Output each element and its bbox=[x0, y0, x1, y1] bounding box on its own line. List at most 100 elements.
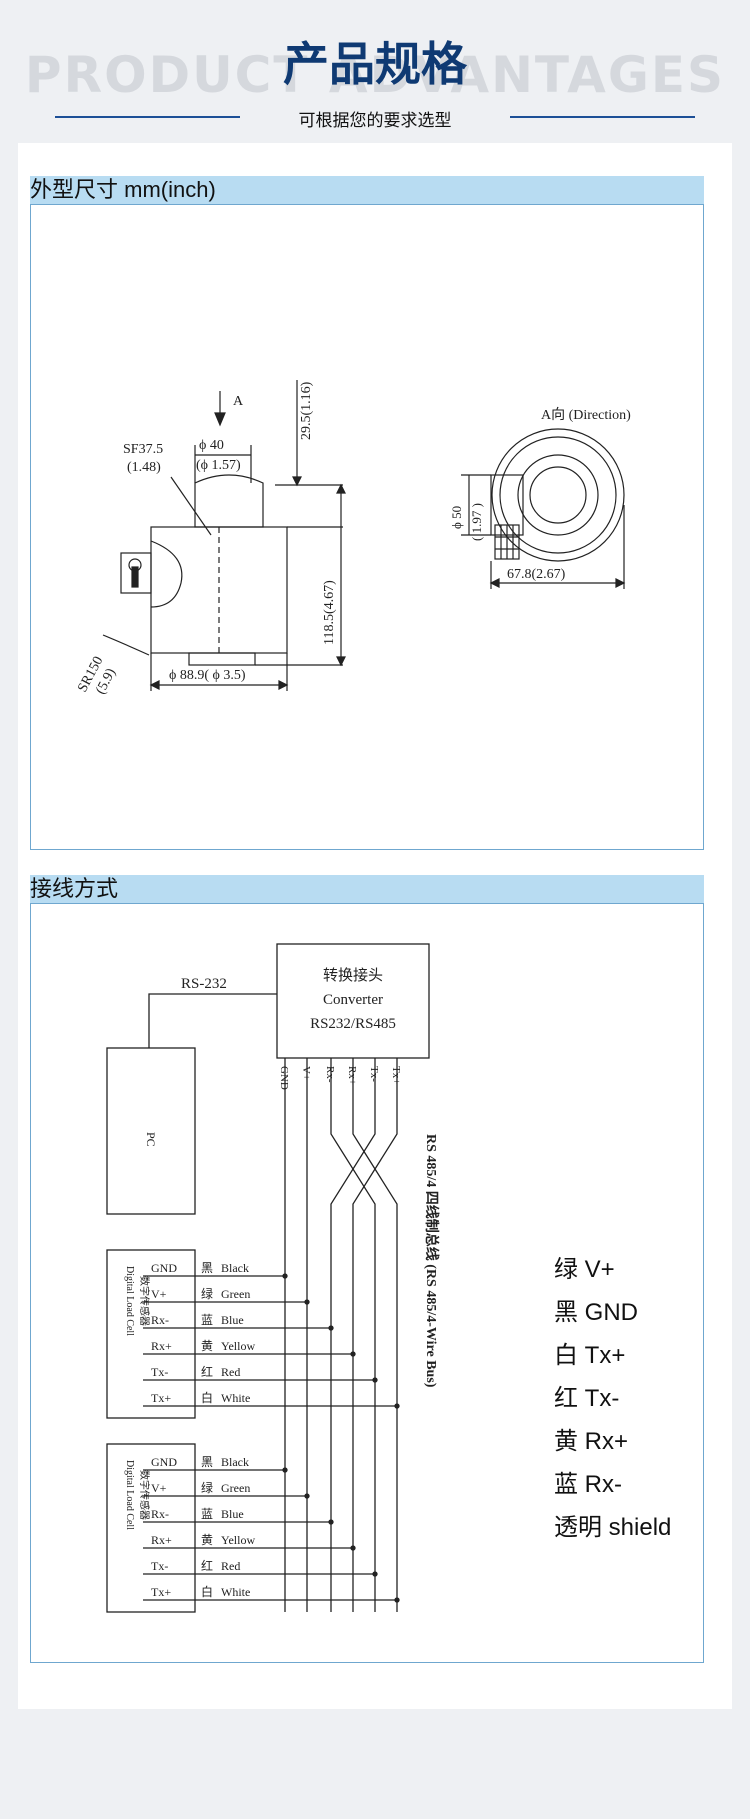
h295-arrow bbox=[292, 476, 302, 487]
cell-signal-label: Rx+ bbox=[151, 1339, 172, 1353]
view-outer-circle bbox=[491, 428, 625, 562]
cell-wire-node bbox=[304, 1299, 310, 1305]
cell-color-cn-label: 黄 bbox=[201, 1339, 213, 1353]
sr-leader bbox=[102, 634, 150, 656]
cell-signal-label: Rx- bbox=[151, 1313, 169, 1327]
h1185-arrow-bottom bbox=[336, 656, 346, 667]
legend-item: 红 Tx- bbox=[554, 1385, 620, 1412]
spec-card: 外型尺寸 mm(inch) A SF37.5 (1.48) ϕ 40 (ϕ 1.… bbox=[18, 143, 732, 1709]
cell-wire-node bbox=[372, 1377, 378, 1383]
cell-wire-node bbox=[350, 1351, 356, 1357]
cell-color-en-label: Red bbox=[221, 1365, 240, 1379]
bus-column-label: Rx+ bbox=[346, 1066, 358, 1085]
load-cell-2-box bbox=[106, 1443, 196, 1613]
converter-cn-label: 转换接头 bbox=[323, 967, 383, 984]
cell-color-cn-label: 黄 bbox=[201, 1533, 213, 1547]
load-cell-2-label-en: Digital Load Cell bbox=[124, 1460, 135, 1530]
cell-color-cn-label: 白 bbox=[201, 1584, 213, 1599]
phi50-inch-label: ( 1.97 ) bbox=[469, 503, 484, 541]
cell-color-en-label: Black bbox=[221, 1455, 249, 1469]
side-connector bbox=[120, 552, 152, 594]
rs232-label: RS-232 bbox=[181, 976, 227, 992]
phi50-label: ϕ 50 bbox=[449, 506, 464, 529]
cell-color-en-label: Red bbox=[221, 1559, 240, 1573]
load-cell-2-label-cn: 数字传感器 bbox=[138, 1470, 151, 1520]
rs232-cable bbox=[148, 993, 277, 1048]
cell-wire-node bbox=[394, 1403, 400, 1409]
legend-item: 蓝 Rx- bbox=[554, 1471, 622, 1498]
header-divider-right bbox=[510, 116, 695, 118]
bus-line-crossed bbox=[330, 1058, 376, 1612]
bus-column-label: Tx+ bbox=[390, 1066, 402, 1084]
cell-color-en-label: Blue bbox=[221, 1507, 244, 1521]
dimension-drawing: A SF37.5 (1.48) ϕ 40 (ϕ 1.57) bbox=[75, 380, 631, 697]
view-mid-circle bbox=[517, 454, 599, 536]
converter-model-label: RS232/RS485 bbox=[310, 1016, 396, 1032]
bus-column-label: V+ bbox=[300, 1066, 312, 1080]
header-watermark: PRODUCT ADVANTAGES bbox=[24, 46, 726, 104]
top-cap bbox=[194, 474, 264, 528]
cell-color-en-label: Blue bbox=[221, 1313, 244, 1327]
width-arrow-right bbox=[278, 680, 289, 690]
h295-label: 29.5(1.16) bbox=[299, 381, 314, 440]
wiring-section-title: 接线方式 bbox=[30, 875, 704, 903]
cell-signal-label: Tx+ bbox=[151, 1585, 171, 1599]
cell-wire-node bbox=[282, 1273, 288, 1279]
cell-color-en-label: Black bbox=[221, 1261, 249, 1275]
width-arrow-left bbox=[149, 680, 160, 690]
cell-signal-label: Tx- bbox=[151, 1365, 168, 1379]
sf-leader bbox=[170, 476, 212, 536]
cell-signal-label: GND bbox=[151, 1261, 177, 1275]
cell-color-en-label: Green bbox=[221, 1287, 250, 1301]
page-subtitle: 可根据您的要求选型 bbox=[298, 111, 452, 130]
cell-color-cn-label: 绿 bbox=[201, 1480, 213, 1495]
bus-lines bbox=[284, 1058, 398, 1612]
cell-signal-label: Rx+ bbox=[151, 1533, 172, 1547]
side-arrow-left bbox=[489, 578, 500, 588]
cell-wire-node bbox=[328, 1325, 334, 1331]
sf-inch-label: (1.48) bbox=[127, 460, 161, 475]
pc-box bbox=[106, 1047, 196, 1215]
bus-label: RS 485/4 四线制总线 (RS 485/4-Wire Bus) bbox=[423, 1134, 440, 1388]
legend-item: 透明 shield bbox=[554, 1514, 672, 1541]
side-arrow-right bbox=[615, 578, 626, 588]
arrow-a-label: A bbox=[233, 394, 244, 409]
phi40-label: ϕ 40 bbox=[199, 438, 224, 453]
side-label: 67.8(2.67) bbox=[507, 567, 566, 582]
cell-wire-node bbox=[328, 1519, 334, 1525]
view-rim-circle bbox=[499, 436, 617, 554]
load-cell-1-box bbox=[106, 1249, 196, 1419]
wiring-diagram: PC RS-232 转换接头 Converter RS232/RS485 GND… bbox=[106, 943, 440, 1613]
cell-color-cn-label: 蓝 bbox=[201, 1313, 213, 1327]
header-divider-left bbox=[55, 116, 240, 118]
cell-color-cn-label: 蓝 bbox=[201, 1507, 213, 1521]
cell-wire-node bbox=[282, 1467, 288, 1473]
cell-wire-node bbox=[304, 1493, 310, 1499]
bus-line-crossed bbox=[352, 1058, 398, 1612]
wire-color-legend: 绿 V+ 黑 GND 白 Tx+ 红 Tx- 黄 Rx+ 蓝 Rx- 透明 sh… bbox=[554, 1248, 671, 1549]
h1185-label: 118.5(4.67) bbox=[322, 580, 337, 645]
h1185-arrow-top bbox=[336, 483, 346, 494]
cell-signal-label: Tx+ bbox=[151, 1391, 171, 1405]
sf-label: SF37.5 bbox=[123, 442, 163, 457]
phi157-label: (ϕ 1.57) bbox=[196, 458, 241, 473]
pc-label: PC bbox=[144, 1132, 158, 1147]
converter-en-label: Converter bbox=[323, 992, 383, 1008]
direction-label: A向 (Direction) bbox=[541, 407, 631, 423]
cell-color-cn-label: 红 bbox=[201, 1558, 213, 1573]
cell-signal-label: V+ bbox=[151, 1481, 167, 1495]
width-label: ϕ 88.9( ϕ 3.5) bbox=[169, 668, 246, 683]
wiring-diagram-box: PC RS-232 转换接头 Converter RS232/RS485 GND… bbox=[30, 903, 704, 1663]
cell-color-cn-label: 绿 bbox=[201, 1286, 213, 1301]
cell-signal-label: Rx- bbox=[151, 1507, 169, 1521]
cell-color-cn-label: 白 bbox=[201, 1390, 213, 1405]
legend-item: 白 Tx+ bbox=[554, 1342, 626, 1369]
cell-color-en-label: Yellow bbox=[221, 1339, 255, 1353]
cell-wire-node bbox=[372, 1571, 378, 1577]
dimensions-section-title: 外型尺寸 mm(inch) bbox=[30, 176, 704, 204]
cell-signal-label: GND bbox=[151, 1455, 177, 1469]
cell-color-en-label: Green bbox=[221, 1481, 250, 1495]
cell-color-en-label: White bbox=[221, 1585, 250, 1599]
bottom-lip bbox=[188, 652, 256, 666]
